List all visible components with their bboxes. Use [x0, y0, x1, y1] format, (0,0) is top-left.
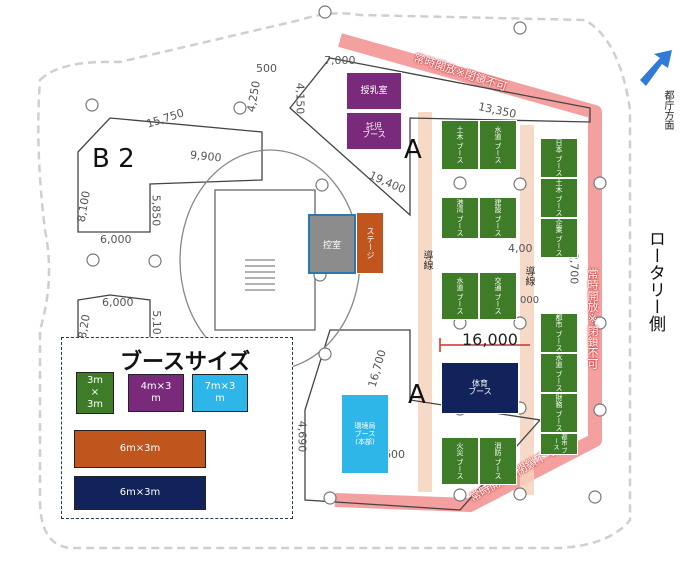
- childcare-booth: 託児 ブース: [346, 112, 402, 150]
- legend-box: ブースサイズ 3m × 3m 4m×3 m 7m×3 m 6m×3m 6m×3m: [61, 337, 293, 519]
- legend-3x3: 3m × 3m: [76, 372, 114, 414]
- legend-4x3: 4m×3 m: [128, 374, 184, 412]
- environment-booth: 環境局 ブース (本部): [341, 394, 389, 474]
- corridor-left: [418, 112, 432, 492]
- zone-b2-label: B 2: [92, 144, 135, 174]
- dim-5100: 5,10: [149, 310, 163, 335]
- corridor-label-2: 導線: [523, 266, 534, 286]
- dim-16000: 16,000: [462, 330, 518, 349]
- north-arrow-icon: [640, 50, 672, 86]
- booth-g6: 交通 ブース: [479, 272, 517, 320]
- dim-4000: 4,00: [508, 242, 533, 255]
- booth-g2: 水道 ブース: [479, 120, 517, 170]
- booth-g11: 水道 ブース: [540, 353, 578, 393]
- dim-900: 000: [520, 295, 540, 306]
- dim-6000-a: 6,000: [100, 233, 132, 246]
- corridor-label-1: 導線: [421, 250, 432, 270]
- dim-600: 600: [384, 448, 405, 461]
- booth-g14: 消防 ブース: [479, 437, 517, 485]
- legend-6x3-sports: 6m×3m: [74, 476, 206, 510]
- zone-b2-outline: [77, 117, 263, 233]
- dim-4690: 4,690: [295, 420, 309, 453]
- booth-g1: 土木 ブース: [441, 120, 479, 170]
- dim-6000-b: 6,000: [102, 296, 134, 309]
- waiting-room: 控室: [308, 214, 356, 274]
- dim-5850: 5,850: [149, 194, 163, 227]
- zone-a-bottom-label: A: [408, 380, 426, 410]
- booth-g13: 火災 ブース: [441, 437, 479, 485]
- legend-6x3-stage: 6m×3m: [74, 430, 206, 468]
- stage-booth: ステージ: [356, 212, 384, 274]
- always-open-band: [334, 33, 602, 512]
- direction-label: 都庁方面: [662, 90, 673, 130]
- booth-g3: 港湾 ブース: [441, 197, 479, 239]
- dim-4150: 4,150: [293, 82, 307, 115]
- zone-a-top-outline: [289, 57, 591, 217]
- sports-booth: 体育 ブース: [441, 362, 519, 414]
- booth-g9: 企業 ブース: [540, 218, 578, 258]
- booth-g5: 水道 ブース: [441, 272, 479, 320]
- always-open-right-label: 常時開放※閉鎖不可: [586, 268, 599, 369]
- booth-g10: 都市 ブース: [540, 313, 578, 353]
- booth-g7: 日本 ブース: [540, 138, 578, 178]
- legend-title: ブースサイズ: [120, 350, 251, 375]
- dim-500: 500: [256, 62, 277, 75]
- rotary-side-label: ロータリー側: [645, 230, 665, 332]
- booth-g8: 土木 ブース: [540, 178, 578, 218]
- zone-a-top-label: A: [404, 135, 422, 165]
- building-outline: [37, 12, 632, 550]
- booth-g15: 都市 ブース: [540, 433, 578, 455]
- nursing-room: 授乳室: [346, 72, 402, 110]
- legend-7x3: 7m×3 m: [192, 374, 248, 412]
- dim-7000: 7,000: [324, 54, 356, 67]
- booth-g4: 建設 ブース: [479, 197, 517, 239]
- booth-g12: 財務 ブース: [540, 393, 578, 433]
